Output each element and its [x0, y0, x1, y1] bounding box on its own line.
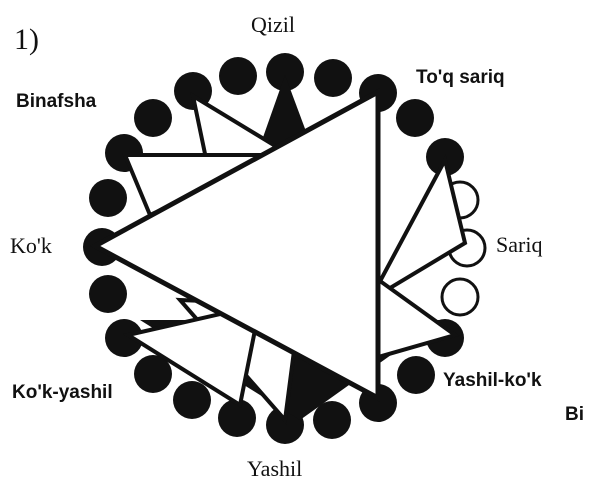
figure-number: 1) — [14, 23, 39, 56]
label-toq-sariq: To'q sariq — [416, 67, 505, 88]
label-sariq: Sariq — [496, 232, 542, 257]
ring-dot-24 — [219, 57, 257, 95]
label-qizil: Qizil — [251, 12, 295, 37]
ring-dot-20 — [89, 179, 127, 217]
ring-dot-12 — [313, 401, 351, 439]
ring-dot-2 — [314, 59, 352, 97]
label-kok: Ko'k — [10, 233, 52, 258]
label-yashil-kok: Yashil-ko'k — [443, 370, 542, 391]
label-binafsha: Binafsha — [16, 91, 97, 112]
ring-dot-22 — [134, 99, 172, 137]
label-kok-yashil: Ko'k-yashil — [12, 382, 113, 403]
ring-dot-4 — [396, 99, 434, 137]
label-yashil: Yashil — [247, 456, 302, 481]
ring-dot-18 — [89, 275, 127, 313]
ring-dot-10 — [397, 356, 435, 394]
ring-dot-15 — [173, 381, 211, 419]
label-bi-cut: Bi — [565, 404, 584, 425]
ring-dot-8 — [442, 279, 478, 315]
triangle-white-right — [370, 160, 465, 300]
